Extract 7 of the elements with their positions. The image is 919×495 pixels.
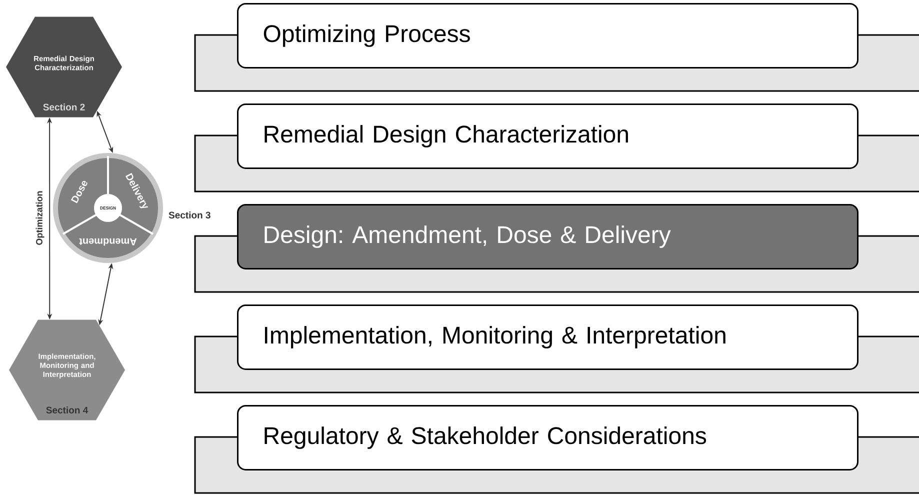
edge-label: Optimization	[36, 191, 44, 245]
process-box: Remedial Design Characterization	[237, 104, 858, 169]
section-label: Section 3	[168, 212, 210, 218]
process-box: Design: Amendment, Dose & Delivery	[237, 204, 858, 270]
process-box: Implementation, Monitoring & Interpretation	[237, 304, 858, 370]
process-box: Regulatory & Stakeholder Considerations	[237, 405, 858, 470]
process-box: Optimizing Process	[237, 3, 858, 68]
